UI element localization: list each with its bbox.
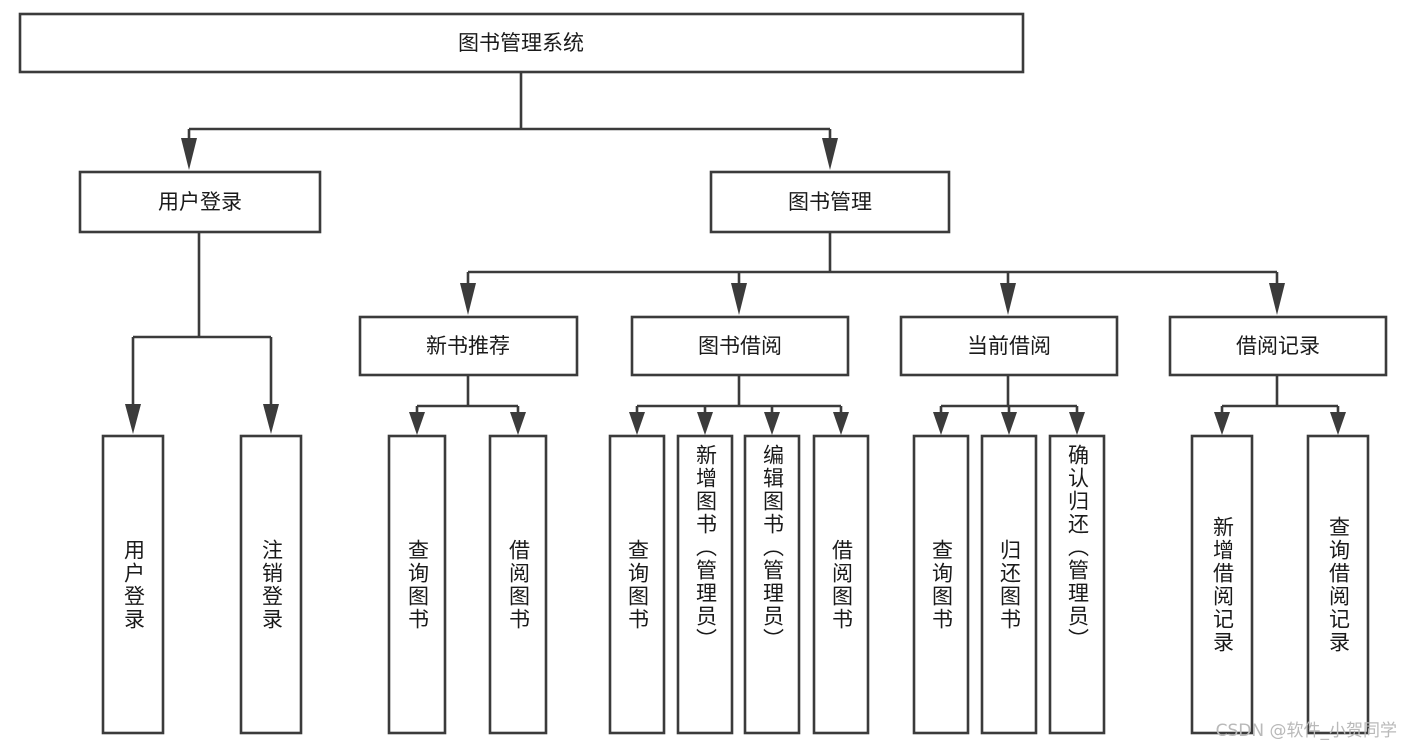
leaf-box-current-borrow-3[interactable] <box>1048 434 1106 735</box>
node-book-borrow[interactable]: 图书借阅 <box>630 315 850 377</box>
arrow-icon-newbook-leaf-1 <box>409 412 425 435</box>
arrow-icon-userlogin-leaf-2 <box>263 404 279 434</box>
arrow-icon-bookborrow-leaf-4 <box>833 412 849 435</box>
node-borrow-records-box[interactable] <box>1168 315 1388 377</box>
arrow-icon-borrowrecords-leaf-1 <box>1214 412 1230 435</box>
node-borrow-records-label: 借阅记录 <box>1236 334 1320 358</box>
node-borrow-records[interactable]: 借阅记录 <box>1168 315 1388 377</box>
leaf-box-current-borrow-1[interactable] <box>912 434 970 735</box>
leaf-box-book-borrow-4[interactable] <box>812 434 870 735</box>
node-current-borrow[interactable]: 当前借阅 <box>899 315 1119 377</box>
node-book-borrow-label: 图书借阅 <box>698 334 782 358</box>
node-new-book-recommend[interactable]: 新书推荐 <box>358 315 579 377</box>
leaf-box-user-login-1[interactable] <box>101 434 165 735</box>
leaf-box-borrow-records-1[interactable] <box>1190 434 1254 735</box>
arrow-icon-currentborrow-leaf-1 <box>933 412 949 435</box>
node-current-borrow-label: 当前借阅 <box>967 334 1051 358</box>
node-book-management-box[interactable] <box>709 170 951 234</box>
arrow-icon-bookborrow-leaf-2 <box>697 412 713 435</box>
leaf-box-borrow-records-2[interactable] <box>1306 434 1370 735</box>
node-root-system-box[interactable] <box>18 12 1025 74</box>
node-book-borrow-box[interactable] <box>630 315 850 377</box>
leaf-box-book-borrow-1[interactable] <box>608 434 666 735</box>
watermark-text: CSDN @软件_小贺同学 <box>1215 721 1397 741</box>
connector-group <box>125 72 1346 435</box>
arrow-icon-to-user-login <box>181 138 197 170</box>
arrow-icon-currentborrow-leaf-2 <box>1001 412 1017 435</box>
node-book-management-label: 图书管理 <box>788 190 872 214</box>
leaf-box-new-book-2[interactable] <box>488 434 548 735</box>
arrow-icon-to-current-borrow <box>1000 283 1016 315</box>
node-book-management[interactable]: 图书管理 <box>709 170 951 234</box>
arrow-icon-to-book-management <box>822 138 838 170</box>
leaf-box-book-borrow-2[interactable] <box>676 434 734 735</box>
arrow-icon-borrowrecords-leaf-2 <box>1330 412 1346 435</box>
leaf-box-book-borrow-3[interactable] <box>743 434 801 735</box>
leaf-box-user-login-2[interactable] <box>239 434 303 735</box>
leaf-box-new-book-1[interactable] <box>387 434 447 735</box>
node-user-login[interactable]: 用户登录 <box>78 170 322 234</box>
node-new-book-recommend-box[interactable] <box>358 315 579 377</box>
arrow-icon-bookborrow-leaf-3 <box>764 412 780 435</box>
arrow-icon-currentborrow-leaf-3 <box>1069 412 1085 435</box>
arrow-icon-newbook-leaf-2 <box>510 412 526 435</box>
node-new-book-recommend-label: 新书推荐 <box>426 334 510 358</box>
arrow-icon-to-borrow-records <box>1269 283 1285 315</box>
arrow-icon-bookborrow-leaf-1 <box>629 412 645 435</box>
leaf-box-current-borrow-2[interactable] <box>980 434 1038 735</box>
node-user-login-box[interactable] <box>78 170 322 234</box>
node-user-login-label: 用户登录 <box>158 190 242 214</box>
node-current-borrow-box[interactable] <box>899 315 1119 377</box>
arrow-icon-to-new-book <box>460 283 476 315</box>
node-root-system-label: 图书管理系统 <box>458 31 584 55</box>
arrow-icon-userlogin-leaf-1 <box>125 404 141 434</box>
node-root-system[interactable]: 图书管理系统 <box>18 12 1025 74</box>
arrow-icon-to-book-borrow <box>731 283 747 315</box>
